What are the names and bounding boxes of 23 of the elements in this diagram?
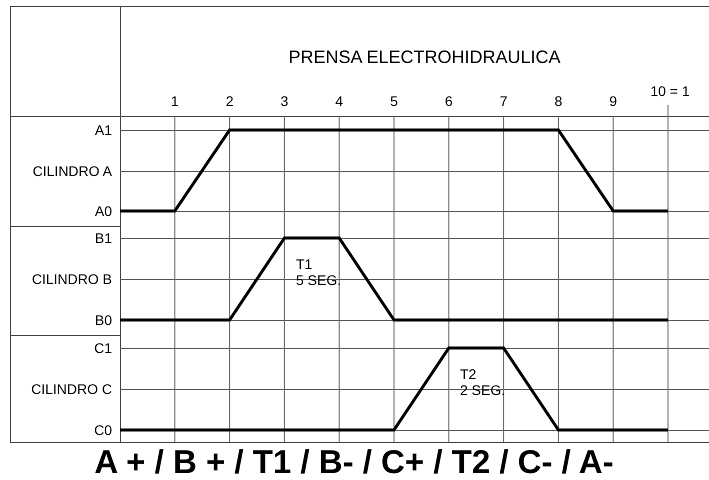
timer-label: T1	[296, 256, 312, 272]
position-label: A1	[94, 122, 112, 138]
position-label: A0	[94, 203, 112, 219]
step-number: 4	[335, 93, 344, 109]
step-number: 8	[554, 93, 562, 109]
step-number: 6	[444, 93, 453, 109]
step-number: 2	[226, 93, 234, 109]
step-number: 3	[280, 93, 288, 109]
position-label: B0	[94, 312, 112, 328]
cylinder-label: CILINDRO A	[32, 163, 112, 179]
cylinder-label: CILINDRO B	[32, 271, 112, 287]
sequence-text: A + / B + / T1 / B- / C+ / T2 / C- / A-	[94, 444, 614, 480]
diagram-title: PRENSA ELECTROHIDRAULICA	[287, 46, 562, 68]
position-label: C1	[94, 340, 112, 356]
position-label: C0	[94, 422, 112, 438]
step-number: 10 = 1	[650, 83, 690, 99]
step-number: 9	[609, 93, 618, 109]
position-label: B1	[94, 230, 112, 246]
cylinder-label: CILINDRO C	[31, 381, 112, 397]
step-number: 5	[390, 93, 398, 109]
step-number: 1	[170, 93, 179, 109]
step-number: 7	[500, 93, 508, 109]
timer-label: T2	[460, 366, 476, 382]
